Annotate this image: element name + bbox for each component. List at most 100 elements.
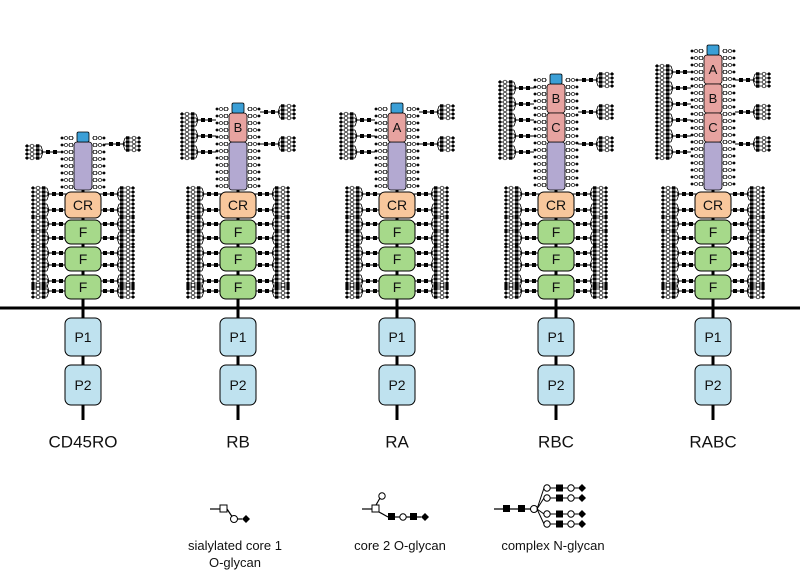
- f-domain-3: [64, 274, 102, 300]
- isoform-label-rabc: RABC: [689, 433, 736, 452]
- p1-domain-label: P1: [704, 329, 721, 345]
- p2-domain: [537, 364, 575, 406]
- cap-square: [76, 131, 90, 143]
- f-domain-label-2: F: [234, 251, 243, 267]
- cr-domain-label: CR: [703, 197, 723, 213]
- cr-domain-label: CR: [228, 197, 248, 213]
- cr-domain: [64, 191, 102, 219]
- f-domain-label-2: F: [393, 251, 402, 267]
- core2-o-glycan-icon: [362, 492, 429, 521]
- f-domain-2: [219, 246, 257, 272]
- cap-square: [231, 102, 245, 114]
- isoform-label-cd45ro: CD45RO: [49, 433, 118, 452]
- f-domain-3: [537, 274, 575, 300]
- f-domain-label-1: F: [393, 224, 402, 240]
- f-domain-label-3: F: [234, 279, 243, 295]
- legend: [210, 484, 586, 528]
- legend-core2-label: core 2 O-glycan: [354, 538, 446, 553]
- isoform-label-rbc: RBC: [538, 433, 574, 452]
- f-domain-label-2: F: [79, 251, 88, 267]
- p2-domain-label: P2: [229, 377, 246, 393]
- legend-o-glycan-label: sialylated core 1 O-glycan: [170, 537, 300, 571]
- f-domain-2: [378, 246, 416, 272]
- cr-domain: [694, 191, 732, 219]
- exon-c-label: C: [551, 120, 560, 135]
- f-domain-1: [378, 219, 416, 245]
- p1-domain-label: P1: [74, 329, 91, 345]
- p2-domain: [694, 364, 732, 406]
- f-domain-2: [694, 246, 732, 272]
- mucin-segment: [546, 141, 566, 191]
- exon-b-label: B: [709, 91, 718, 106]
- p1-domain-label: P1: [229, 329, 246, 345]
- cap-square: [549, 73, 563, 85]
- f-domain-3: [378, 274, 416, 300]
- f-domain-1: [219, 219, 257, 245]
- exon-a-label: A: [393, 120, 402, 135]
- cr-domain: [219, 191, 257, 219]
- f-domain-label-3: F: [79, 279, 88, 295]
- exon-a-label: A: [709, 62, 718, 77]
- p1-domain: [219, 317, 257, 357]
- cr-domain-label: CR: [73, 197, 93, 213]
- exon-c-segment: [546, 112, 566, 143]
- p1-domain: [64, 317, 102, 357]
- p2-domain: [64, 364, 102, 406]
- f-domain-label-3: F: [709, 279, 718, 295]
- f-domain-label-1: F: [552, 224, 561, 240]
- f-domain-label-3: F: [552, 279, 561, 295]
- f-domain-3: [219, 274, 257, 300]
- p1-domain: [694, 317, 732, 357]
- cap-square: [390, 102, 404, 114]
- isoform-label-rb: RB: [226, 433, 250, 452]
- p2-domain-label: P2: [74, 377, 91, 393]
- cr-domain-label: CR: [546, 197, 566, 213]
- exon-c-label: C: [708, 120, 717, 135]
- p2-domain-label: P2: [704, 377, 721, 393]
- f-domain-label-3: F: [393, 279, 402, 295]
- f-domain-3: [694, 274, 732, 300]
- f-domain-2: [537, 246, 575, 272]
- f-domain-1: [694, 219, 732, 245]
- p2-domain-label: P2: [388, 377, 405, 393]
- p2-domain: [219, 364, 257, 406]
- f-domain-label-2: F: [709, 251, 718, 267]
- f-domain-label-1: F: [709, 224, 718, 240]
- sialylated-core1-o-glycan-icon: [210, 504, 250, 523]
- cr-domain: [537, 191, 575, 219]
- f-domain-label-1: F: [79, 224, 88, 240]
- p2-domain-label: P2: [547, 377, 564, 393]
- legend-n-glycan-label: complex N-glycan: [501, 538, 605, 553]
- p1-domain-label: P1: [547, 329, 564, 345]
- cr-domain: [378, 191, 416, 219]
- f-domain-label-2: F: [552, 251, 561, 267]
- exon-c-segment: [703, 112, 723, 143]
- exon-b-label: B: [234, 120, 243, 135]
- legend-o-glycan-line2: O-glycan: [208, 555, 262, 570]
- mucin-segment: [387, 141, 407, 191]
- f-domain-1: [537, 219, 575, 245]
- p1-domain-label: P1: [388, 329, 405, 345]
- p1-domain: [378, 317, 416, 357]
- f-domain-1: [64, 219, 102, 245]
- mucin-segment: [73, 141, 93, 191]
- mucin-segment: [228, 141, 248, 191]
- f-domain-label-1: F: [234, 224, 243, 240]
- mucin-segment: [703, 141, 723, 191]
- f-domain-2: [64, 246, 102, 272]
- cap-square: [706, 44, 720, 56]
- p1-domain: [537, 317, 575, 357]
- isoform-label-ra: RA: [385, 433, 409, 452]
- exon-b-label: B: [552, 91, 561, 106]
- complex-n-glycan-icon: [494, 484, 586, 528]
- cr-domain-label: CR: [387, 197, 407, 213]
- p2-domain: [378, 364, 416, 406]
- legend-o-glycan-line1: sialylated core 1: [188, 538, 282, 553]
